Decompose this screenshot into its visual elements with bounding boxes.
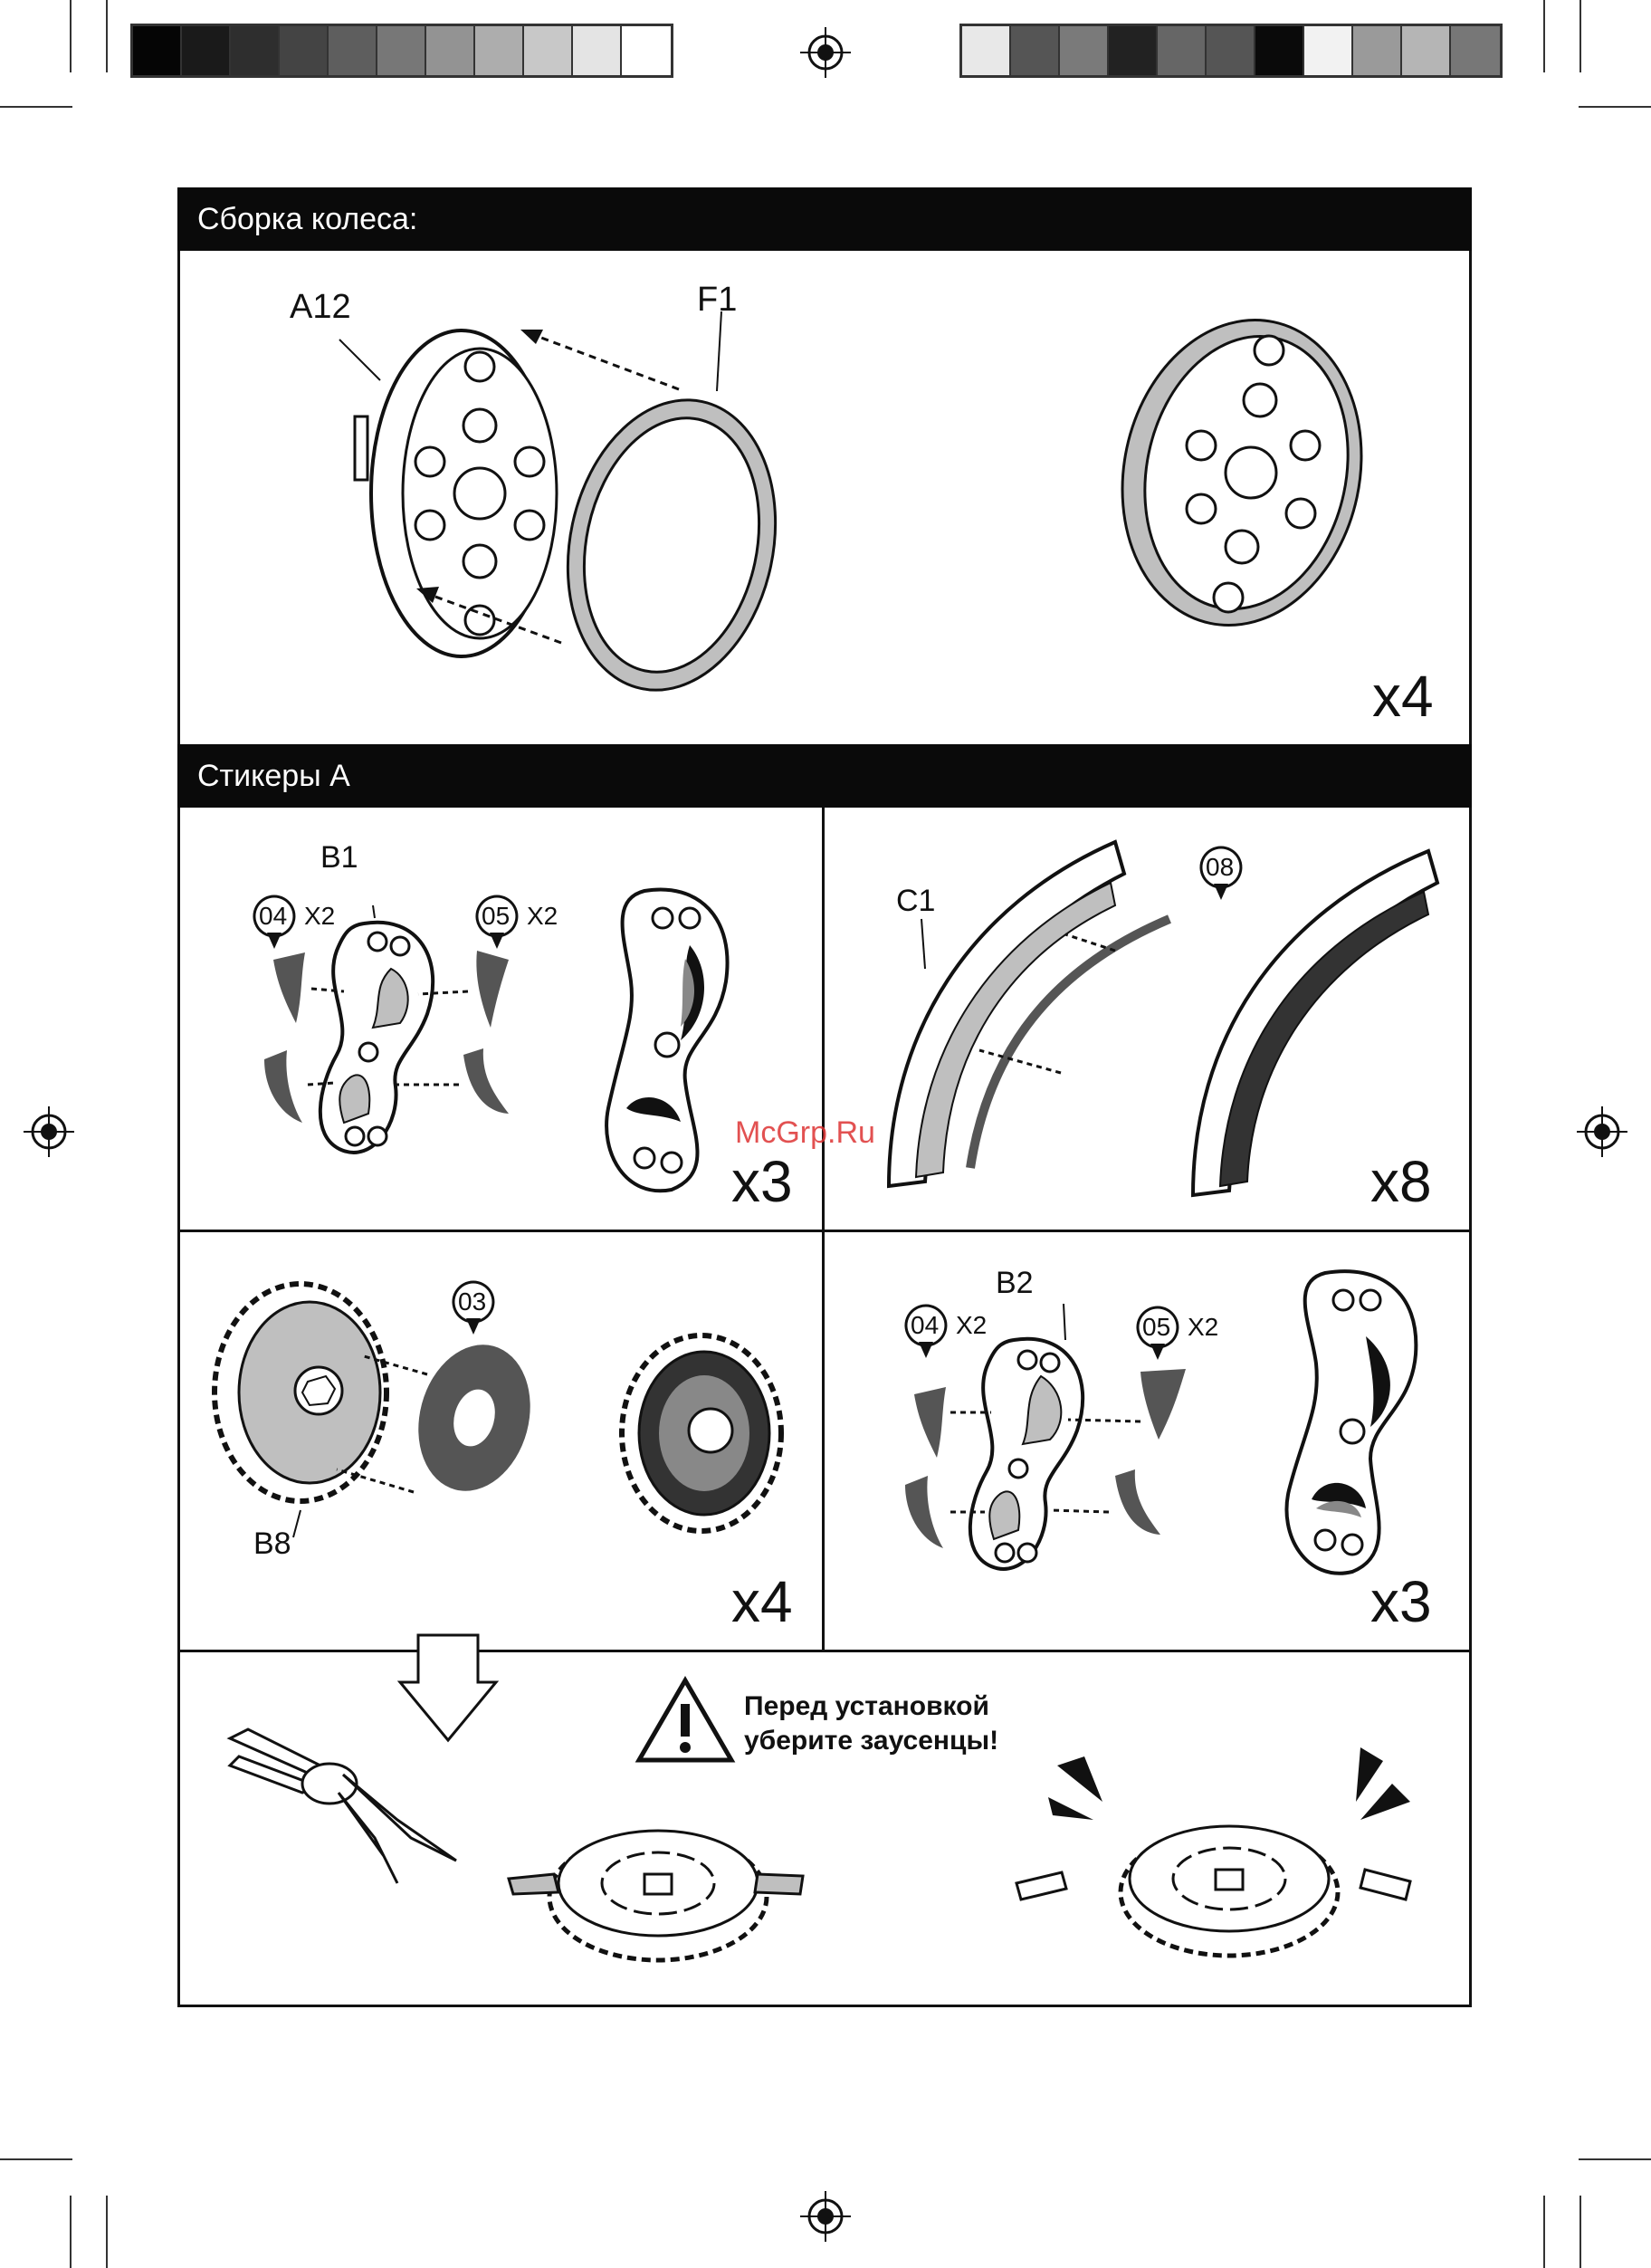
multiplier-b8: x4 [731,1568,793,1635]
part-label-b2: B2 [996,1266,1034,1301]
grid-divider-horizontal [177,1230,1472,1232]
beam-b2-drawing [878,1304,1186,1593]
section-title-wheel: Сборка колеса: [197,202,417,237]
gear-burrs-removed-drawing [1012,1747,1446,1983]
part-label-f1: F1 [697,281,737,320]
section-title-stickers: Стикеры А [197,759,350,794]
part-label-b8: B8 [253,1526,291,1562]
warning-line-1: Перед установкой [744,1689,998,1724]
part-label-b1: B1 [320,840,358,876]
sticker-qty-b2-right: X2 [1188,1313,1218,1342]
sticker-qty-b1-right: X2 [527,902,558,931]
grid-divider-vertical [822,808,825,1650]
beam-b1-drawing [237,905,527,1177]
multiplier-b2: x3 [1370,1568,1432,1635]
warning-triangle-icon [635,1677,735,1764]
section-header-stickers: Стикеры А [177,744,1472,808]
multiplier-b1: x3 [731,1148,793,1215]
beam-b2-stickered-drawing [1271,1264,1452,1581]
gear-b8-stickered-drawing [616,1329,787,1537]
grid-divider-bottom [177,1650,1472,1652]
tire-ring-f1-drawing [554,391,789,699]
part-label-a12: A12 [290,288,351,327]
gear-with-burrs-drawing [509,1811,807,1983]
warning-line-2: уберите заусенцы! [744,1724,998,1758]
gear-b8-drawing [210,1275,572,1519]
multiplier-c1: x8 [1370,1148,1432,1215]
assembled-wheel-drawing [1115,310,1369,636]
section-header-wheel: Сборка колеса: [177,187,1472,251]
multiplier-wheel: x4 [1372,663,1434,730]
cutting-pliers-icon [230,1702,465,1883]
watermark-text: McGrp.Ru [735,1115,875,1151]
warning-message: Перед установкой уберите заусенцы! [744,1689,998,1758]
